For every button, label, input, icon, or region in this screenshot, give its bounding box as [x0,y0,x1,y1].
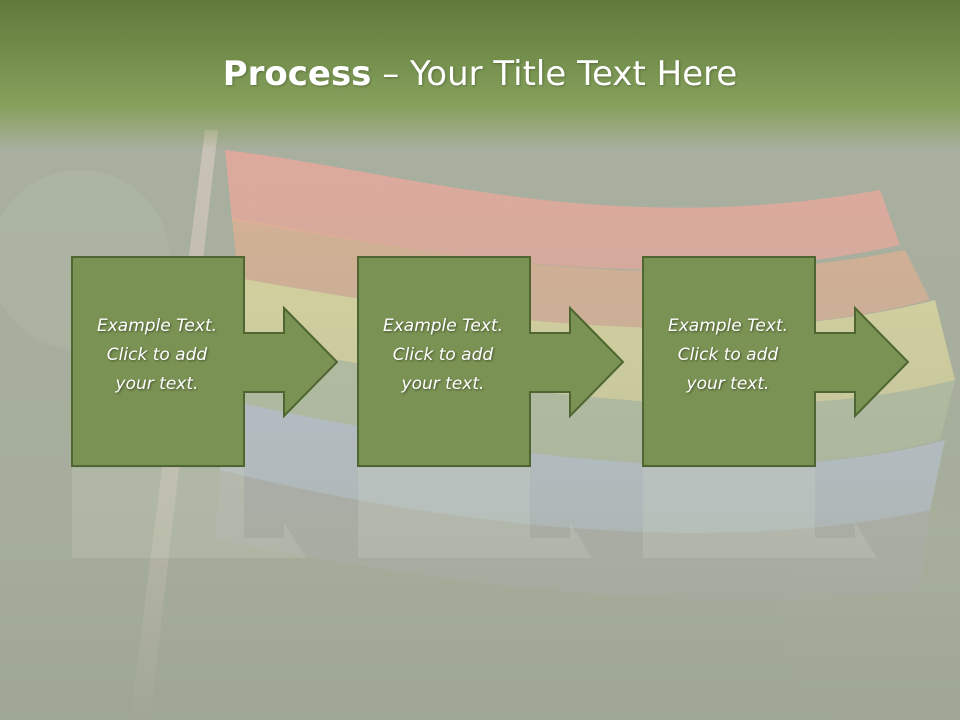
step-3-line-1: Example Text. [667,316,789,336]
step-2-line-1: Example Text. [382,316,504,336]
title-rest-part: – Your Title Text Here [371,54,738,94]
slide-title[interactable]: Process – Your Title Text Here [0,52,960,96]
step-1-text[interactable]: Example Text. Click to add your text. [71,312,243,399]
step-2-reflection [357,468,627,558]
process-step-1[interactable]: Example Text. Click to add your text. [71,256,341,468]
step-2-arrow-shape [357,256,625,467]
step-3-line-2: Click to add [677,345,779,365]
step-1-line-2: Click to add [106,345,208,365]
process-step-2[interactable]: Example Text. Click to add your text. [357,256,627,468]
step-3-line-3: your text. [686,374,770,394]
step-3-reflection [642,468,912,558]
step-2-line-2: Click to add [392,345,494,365]
process-step-3[interactable]: Example Text. Click to add your text. [642,256,912,468]
step-3-arrow-shape [642,256,910,467]
step-2-text[interactable]: Example Text. Click to add your text. [357,312,529,399]
step-1-reflection [71,468,341,558]
title-bar [0,0,960,150]
step-2-line-3: your text. [401,374,485,394]
step-3-text[interactable]: Example Text. Click to add your text. [642,312,814,399]
step-1-line-1: Example Text. [96,316,218,336]
title-bold-part: Process [222,54,372,94]
step-1-arrow-shape [71,256,339,467]
step-1-line-3: your text. [115,374,199,394]
